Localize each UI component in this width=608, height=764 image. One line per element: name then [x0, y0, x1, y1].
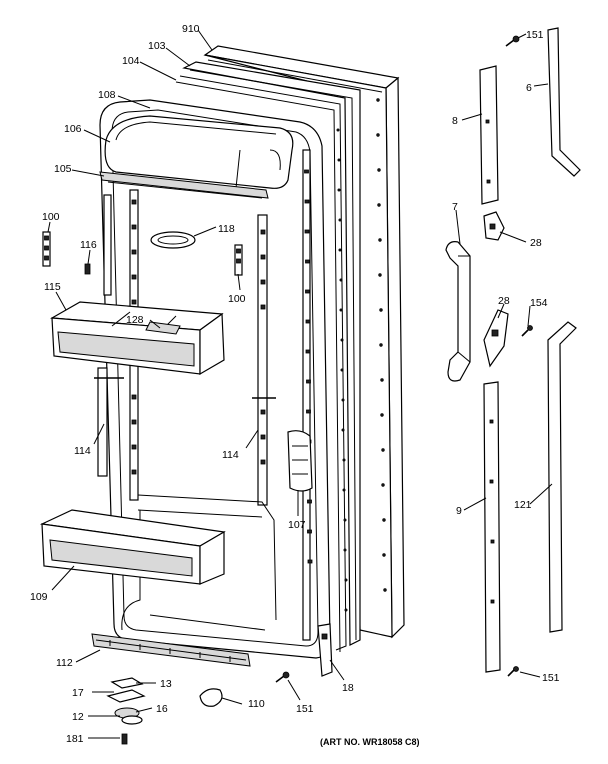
door-handle	[445, 241, 471, 382]
callout-114-left: 114	[74, 445, 91, 457]
callout-9: 9	[456, 505, 462, 517]
callout-154: 154	[530, 297, 548, 309]
callout-115: 115	[44, 281, 61, 293]
screw-top	[505, 35, 520, 47]
handle-screw	[521, 325, 533, 337]
callout-107: 107	[288, 519, 306, 531]
handle-mount-lower	[483, 381, 501, 673]
lower-door-bin	[39, 509, 226, 585]
callout-151-bottom: 151	[296, 703, 314, 715]
callout-17: 17	[72, 687, 84, 699]
screw-bottom	[275, 671, 290, 683]
callout-18: 18	[342, 682, 354, 694]
door-cam	[287, 430, 313, 492]
callout-103: 103	[148, 40, 166, 52]
trim-marks	[109, 640, 231, 662]
callout-13: 13	[160, 678, 172, 690]
callout-181: 181	[66, 733, 84, 745]
panel-edge-screws	[376, 98, 387, 592]
outer-door-panel	[203, 45, 405, 639]
callout-108: 108	[98, 89, 116, 101]
handle-trim-lower	[547, 321, 577, 633]
callout-105: 105	[54, 163, 72, 175]
handle-bracket-upper	[483, 211, 505, 241]
callout-labels: 910 103 104 108 106 105 100 116 118 100 …	[30, 23, 560, 745]
shelf-support-clip-left	[42, 231, 51, 267]
callout-110: 110	[248, 698, 265, 710]
mount-holes	[489, 419, 495, 604]
dairy-compartment-door	[104, 115, 294, 189]
left-rail-slots	[131, 199, 266, 475]
gasket-dots	[336, 128, 348, 612]
handle-trim-top	[547, 27, 581, 177]
callout-118: 118	[218, 223, 235, 235]
callout-100-right: 100	[228, 293, 246, 305]
small-clip	[84, 263, 91, 275]
bottom-trim	[91, 633, 251, 667]
bottom-hinge-bracket	[317, 623, 333, 677]
dairy-rail	[99, 171, 269, 199]
leader-lines	[47, 29, 553, 739]
callout-114-right: 114	[222, 449, 239, 461]
callout-151-top: 151	[526, 29, 544, 41]
upper-door-bin	[50, 301, 225, 376]
callout-106: 106	[64, 123, 82, 135]
shelf-bar-left	[94, 367, 124, 477]
hinge-cover	[199, 688, 223, 707]
callout-12: 12	[72, 711, 84, 723]
callout-116: 116	[80, 239, 97, 251]
callout-112: 112	[56, 657, 73, 669]
callout-28-upper: 28	[530, 237, 542, 249]
callout-100-left: 100	[42, 211, 60, 223]
hinge-hardware	[106, 677, 146, 745]
callout-128: 128	[126, 314, 144, 326]
callout-104: 104	[122, 55, 140, 67]
callout-6: 6	[526, 82, 532, 94]
shelf-support-clip-right	[234, 244, 243, 276]
callout-121: 121	[514, 499, 532, 511]
callout-109: 109	[30, 591, 48, 603]
handle-mount-upper	[479, 65, 499, 205]
callout-16: 16	[156, 703, 168, 715]
callout-7: 7	[452, 201, 458, 213]
art-number-caption: (ART NO. WR18058 C8)	[320, 737, 420, 747]
handle-bracket-lower	[483, 309, 509, 368]
door-gasket	[175, 61, 361, 653]
callout-28-lower: 28	[498, 295, 510, 307]
callout-151-right: 151	[542, 672, 560, 684]
callout-8: 8	[452, 115, 458, 127]
oval-cover	[150, 231, 196, 249]
screw-lower-right	[507, 666, 519, 677]
callout-910: 910	[182, 23, 200, 35]
